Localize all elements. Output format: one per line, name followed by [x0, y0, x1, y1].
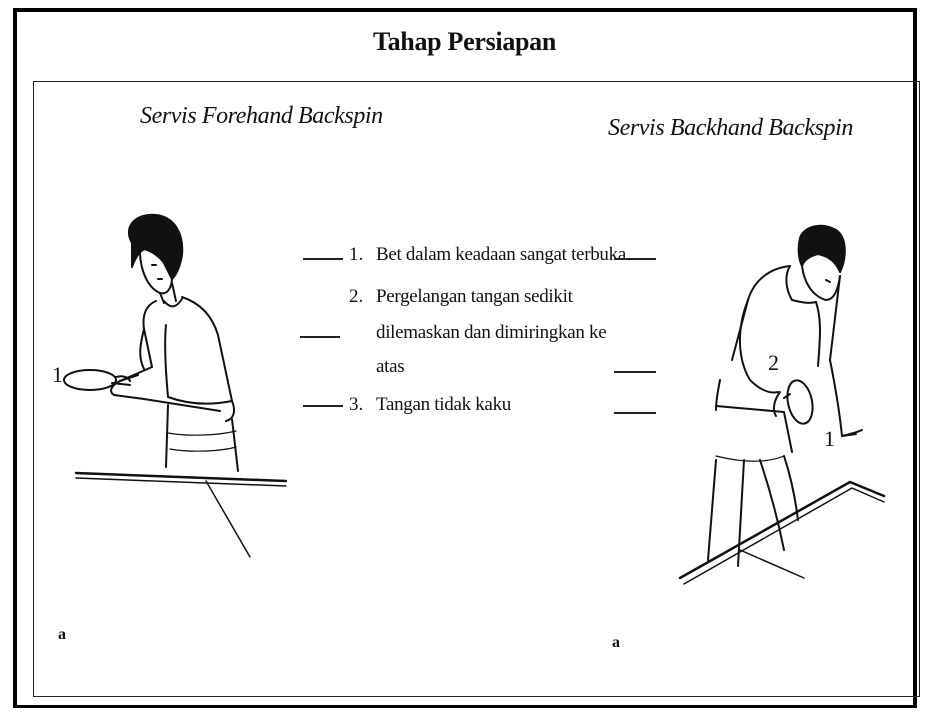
step-2-left-tick [300, 336, 340, 338]
step-2-right-tick [614, 371, 656, 373]
step-3-text: Tangan tidak kaku [376, 390, 511, 420]
step-3-right-tick [614, 412, 656, 414]
right-corner-label: a [612, 634, 620, 652]
backhand-player-illustration [680, 220, 890, 590]
forehand-player-illustration [60, 205, 300, 575]
step-2-line-1: Pergelangan tangan sedikit [376, 282, 573, 312]
step-1-left-tick [303, 258, 343, 260]
page-title: Tahap Persiapan [0, 27, 929, 57]
left-subtitle: Servis Forehand Backspin [140, 103, 383, 130]
step-1-number: 1. [349, 244, 363, 266]
step-1-right-tick [614, 258, 656, 260]
step-3-number: 3. [349, 394, 363, 416]
step-1-text: Bet dalam keadaan sangat terbuka [376, 240, 626, 270]
left-marker-1: 1 [52, 362, 63, 388]
left-corner-label: a [58, 626, 66, 644]
step-3-left-tick [303, 405, 343, 407]
right-marker-1: 1 [824, 426, 835, 452]
step-2-number: 2. [349, 286, 363, 308]
right-subtitle: Servis Backhand Backspin [608, 115, 853, 142]
step-2-line-2: dilemaskan dan dimiringkan ke [376, 318, 606, 348]
right-marker-2: 2 [768, 350, 779, 376]
step-2-line-3: atas [376, 352, 404, 382]
